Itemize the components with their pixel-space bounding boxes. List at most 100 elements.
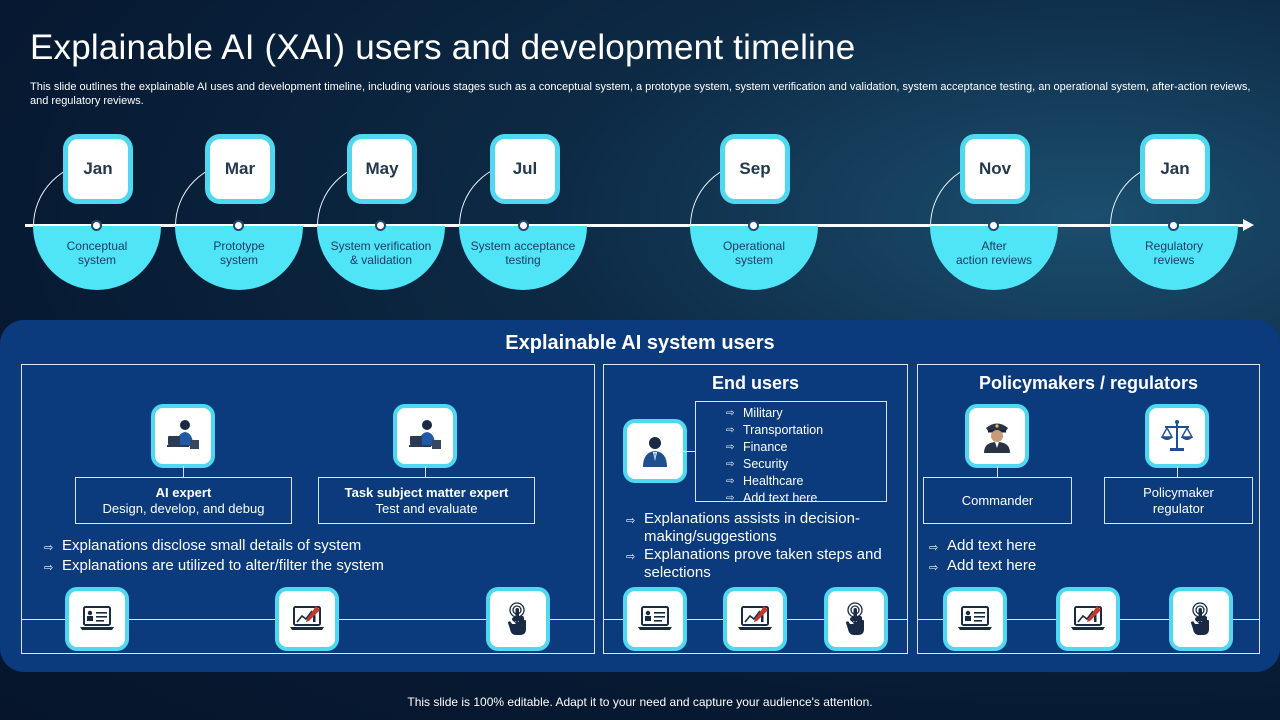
laptop-profile-icon <box>77 599 117 639</box>
users-panel-title: Explainable AI system users <box>505 332 775 354</box>
connector <box>683 451 696 452</box>
experts-box <box>21 364 595 654</box>
laptop-chart-icon <box>1068 599 1108 639</box>
laptop-chart-tile <box>727 591 783 647</box>
touch-tile <box>490 591 546 647</box>
arrow-icon: ⇨ <box>44 542 54 554</box>
milestone-month: Jan <box>68 139 128 199</box>
regulators-title: Policymakers / regulators <box>978 373 1199 393</box>
arrow-icon: ⇨ <box>626 515 636 527</box>
list-item: ⇨Add text here <box>726 491 818 505</box>
scales-of-justice-icon <box>1157 416 1197 456</box>
sme-title: Task subject matter expert <box>344 484 509 500</box>
arrow-icon: ⇨ <box>44 562 54 574</box>
bullet-item: ⇨Add text here <box>929 557 1229 577</box>
laptop-chart-icon <box>287 599 327 639</box>
arrow-icon: ⇨ <box>726 408 735 419</box>
laptop-chart-icon <box>735 599 775 639</box>
regulators-box <box>917 364 1260 654</box>
laptop-profile-icon <box>955 599 995 639</box>
bullet-item: ⇨Explanations disclose small details of … <box>44 537 564 557</box>
touch-tile <box>1173 591 1229 647</box>
ai-expert-box: AI expert Design, develop, and debug <box>75 477 292 524</box>
end-users-bullets: ⇨Explanations assists in decision-making… <box>626 510 896 582</box>
arrow-icon: ⇨ <box>929 562 939 574</box>
milestone-label: System verification& validation <box>330 239 432 267</box>
laptop-person-icon <box>163 416 203 456</box>
list-item: ⇨Finance <box>726 440 788 454</box>
bullet-item: ⇨Add text here <box>929 537 1229 557</box>
person-suit-icon <box>635 431 675 471</box>
touch-hand-icon <box>498 599 538 639</box>
list-item: ⇨Healthcare <box>726 474 804 488</box>
list-item: ⇨Military <box>726 406 783 420</box>
officer-icon <box>977 416 1017 456</box>
milestone-month: May <box>352 139 412 199</box>
ai-expert-title: AI expert <box>155 484 212 500</box>
commander-label: Commander <box>961 492 1034 508</box>
policymaker-label-line2: regulator <box>1152 500 1205 516</box>
sme-desc: Test and evaluate <box>375 500 478 516</box>
milestone-dot <box>233 220 244 231</box>
timeline-arrow-icon <box>1243 219 1254 231</box>
milestone-month: Mar <box>210 139 270 199</box>
policymaker-label-line1: Policymaker <box>1143 484 1214 500</box>
regulators-bullets: ⇨Add text here ⇨Add text here <box>929 537 1229 577</box>
laptop-profile-icon <box>635 599 675 639</box>
sme-box: Task subject matter expert Test and eval… <box>318 477 535 524</box>
touch-tile <box>828 591 884 647</box>
end-users-title: End users <box>711 373 800 393</box>
policymaker-box: Policymaker regulator <box>1104 477 1253 524</box>
ai-expert-avatar <box>155 408 211 464</box>
milestone-dot <box>748 220 759 231</box>
footer-note: This slide is 100% editable. Adapt it to… <box>407 695 873 709</box>
touch-hand-icon <box>1181 599 1221 639</box>
laptop-chart-tile <box>1060 591 1116 647</box>
milestone-dot <box>1168 220 1179 231</box>
list-item: ⇨Security <box>726 457 789 471</box>
ai-expert-desc: Design, develop, and debug <box>102 500 265 516</box>
arrow-icon: ⇨ <box>726 442 735 453</box>
connector <box>997 466 998 478</box>
laptop-profile-tile <box>947 591 1003 647</box>
timeline-axis <box>25 224 1247 227</box>
arrow-icon: ⇨ <box>726 493 735 504</box>
milestone-dot <box>518 220 529 231</box>
laptop-person-icon <box>405 416 445 456</box>
milestone-month: Jan <box>1145 139 1205 199</box>
touch-hand-icon <box>836 599 876 639</box>
commander-avatar <box>969 408 1025 464</box>
arrow-icon: ⇨ <box>726 459 735 470</box>
laptop-chart-tile <box>279 591 335 647</box>
list-item: ⇨Transportation <box>726 423 824 437</box>
page-title: Explainable AI (XAI) users and developme… <box>30 28 856 67</box>
milestone-month: Jul <box>495 139 555 199</box>
end-user-avatar <box>627 423 683 479</box>
end-users-list: ⇨Military ⇨Transportation ⇨Finance ⇨Secu… <box>695 401 887 505</box>
laptop-profile-tile <box>69 591 125 647</box>
connector <box>425 466 426 478</box>
milestone-month: Sep <box>725 139 785 199</box>
sme-avatar <box>397 408 453 464</box>
arrow-icon: ⇨ <box>626 551 636 563</box>
experts-bullets: ⇨Explanations disclose small details of … <box>44 537 564 577</box>
milestone-dot <box>375 220 386 231</box>
arrow-icon: ⇨ <box>929 542 939 554</box>
policymaker-avatar <box>1149 408 1205 464</box>
arrow-icon: ⇨ <box>726 476 735 487</box>
page-subtitle: This slide outlines the explainable AI u… <box>30 81 1251 107</box>
connector <box>1177 466 1178 478</box>
end-users-box <box>603 364 908 654</box>
milestone-month: Nov <box>965 139 1025 199</box>
laptop-profile-tile <box>627 591 683 647</box>
bullet-item: ⇨Explanations are utilized to alter/filt… <box>44 557 564 577</box>
connector <box>183 466 184 478</box>
milestone-dot <box>988 220 999 231</box>
